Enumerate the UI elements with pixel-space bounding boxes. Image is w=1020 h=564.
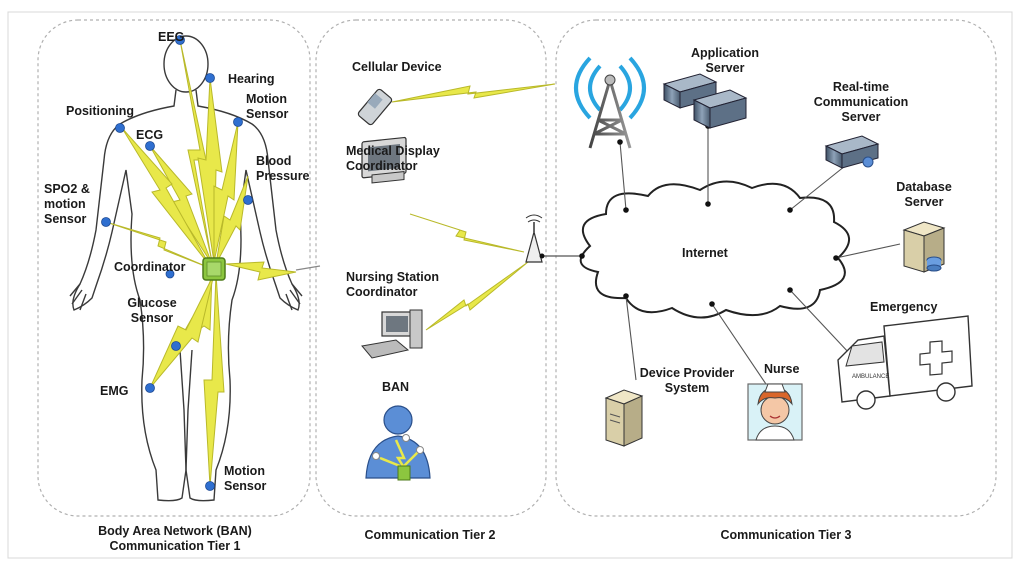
blood-pressure-sensor: [243, 195, 253, 205]
glucose-sensor-label-2: Sensor: [130, 311, 174, 325]
device-provider-label-2: System: [664, 381, 710, 395]
nursing-station-icon: [361, 309, 423, 359]
eeg-label: EEG: [158, 30, 185, 44]
ecg-label: ECG: [136, 128, 164, 142]
motion-sensor-shoulder: [233, 117, 243, 127]
emergency-label: Emergency: [870, 300, 938, 314]
database-server-label-2: Server: [904, 195, 944, 209]
medical-display-icon: [361, 136, 407, 184]
outer-frame: [7, 11, 1013, 559]
gateway-antenna-icon: [525, 214, 543, 263]
internet-link-nodes: [579, 123, 853, 357]
hearing-label: Hearing: [228, 72, 275, 86]
ban-label: BAN: [382, 380, 410, 394]
internet-links: [619, 126, 901, 391]
tier3-caption: Communication Tier 3: [720, 528, 852, 542]
hearing-sensor: [205, 73, 215, 83]
ban-user-icon: [365, 405, 431, 481]
realtime-server-label-2: Communication: [813, 95, 909, 109]
ecg-sensor: [145, 141, 155, 151]
tier1-caption-line1: Body Area Network (BAN): [98, 524, 252, 538]
spo2-label-2: motion: [44, 197, 86, 211]
application-server-icon: [662, 73, 748, 129]
nursing-link: [425, 261, 529, 331]
blood-pressure-label-1: Blood: [256, 154, 292, 168]
body-wireless-links: [105, 39, 297, 487]
device-provider-label-1: Device Provider: [639, 366, 735, 380]
medical-display-label-2: Coordinator: [346, 159, 418, 173]
human-body-figure: [69, 35, 303, 502]
realtime-server-label-3: Server: [841, 110, 881, 124]
motion-sensor-bottom-label-1: Motion: [224, 464, 265, 478]
realtime-server-label-1: Real-time: [832, 80, 890, 94]
motion-sensor-top-label-2: Sensor: [246, 107, 289, 121]
positioning-label: Positioning: [66, 104, 135, 118]
ambulance-text: AMBULANCE: [852, 374, 889, 380]
tier2-panel: [315, 19, 547, 517]
cellular-link: [391, 83, 556, 103]
realtime-server-icon: [824, 135, 880, 169]
tier3-panel: [555, 19, 997, 517]
internet-label: Internet: [682, 246, 728, 260]
coordinator-label: Coordinator: [114, 260, 186, 274]
motion-sensor-top-label-1: Motion: [246, 92, 287, 106]
cellular-device-label: Cellular Device: [352, 60, 442, 74]
emg-sensor: [145, 383, 155, 393]
tier2-caption: Communication Tier 2: [364, 528, 496, 542]
nursing-station-label-1: Nursing Station: [346, 270, 440, 284]
nurse-icon: [747, 383, 803, 441]
device-provider-server-icon: [604, 389, 644, 447]
nursing-station-label-2: Coordinator: [346, 285, 418, 299]
application-server-label-2: Server: [705, 61, 745, 75]
blood-pressure-label-2: Pressure: [256, 169, 310, 183]
cellular-device-icon: [357, 88, 393, 126]
ambulance-icon: [837, 315, 973, 410]
database-server-icon: [902, 221, 946, 273]
spo2-label-1: SPO2 &: [44, 182, 90, 196]
glucose-sensor-label-1: Glucose: [127, 296, 177, 310]
positioning-sensor: [115, 123, 125, 133]
spo2-sensor: [101, 217, 111, 227]
glucose-sensor: [171, 341, 181, 351]
medical-display-label-1: Medical Display: [346, 144, 440, 158]
sensor-dots: [101, 35, 253, 491]
tier1-caption-line2: Communication Tier 1: [109, 539, 241, 553]
display-link: [409, 213, 525, 253]
spo2-label-3: Sensor: [44, 212, 87, 226]
coordinator-side-sensor: [165, 269, 175, 279]
motion-sensor-ankle: [205, 481, 215, 491]
cell-tower-icon: [574, 56, 646, 149]
tier1-tier2-link: [295, 265, 321, 271]
emg-label: EMG: [100, 384, 129, 398]
motion-sensor-bottom-label-2: Sensor: [224, 479, 267, 493]
nurse-label: Nurse: [764, 362, 800, 376]
database-server-label-1: Database: [896, 180, 952, 194]
application-server-label-1: Application: [690, 46, 760, 60]
eeg-sensor: [175, 35, 185, 45]
